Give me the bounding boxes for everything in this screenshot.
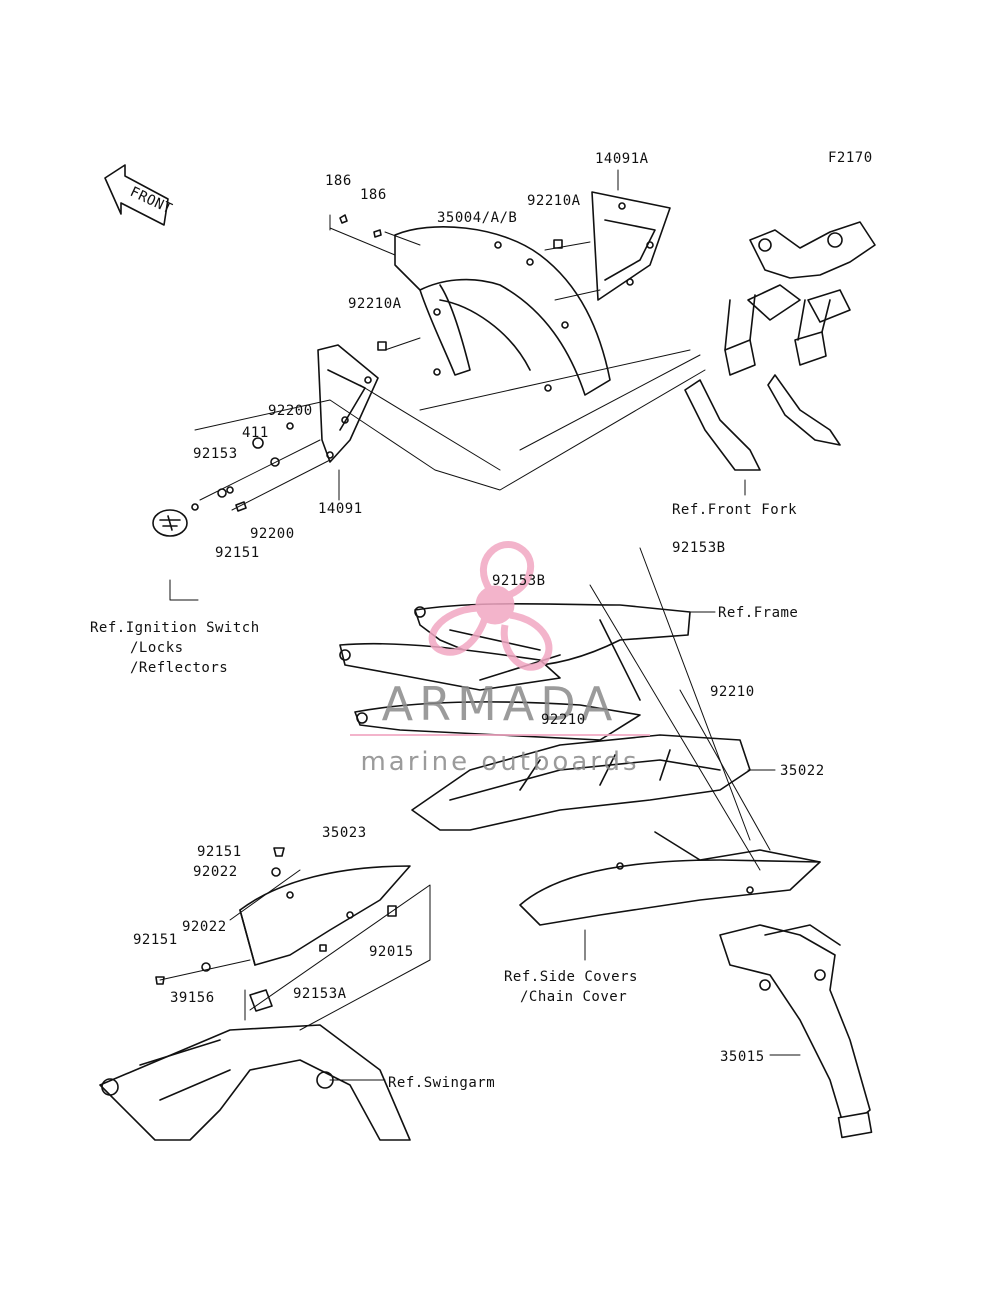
watermark: ARMADA marine outboards	[350, 541, 650, 777]
label-92022-a: 92022	[193, 864, 238, 880]
front-fender	[394, 226, 611, 396]
label-35022: 35022	[780, 763, 825, 779]
label-ref-ignition-2: /Locks	[130, 640, 184, 656]
label-92151-b: 92151	[133, 932, 178, 948]
label-92210A-mid: 92210A	[348, 296, 402, 312]
label-92210A-top: 92210A	[527, 193, 581, 209]
label-35004: 35004/A/B	[437, 210, 517, 226]
rear-fender-35022	[411, 734, 751, 831]
label-92200-top: 92200	[268, 403, 313, 419]
cover-35023	[239, 865, 411, 966]
label-ref-ignition-3: /Reflectors	[130, 660, 228, 676]
swingarm	[99, 1024, 411, 1141]
label-186a: 186	[325, 173, 352, 189]
label-92153B-mid: 92153B	[492, 573, 546, 589]
figure-code: F2170	[828, 150, 873, 166]
front-arrow-icon: FRONT	[104, 164, 175, 226]
watermark-brand: ARMADA	[382, 677, 619, 731]
label-ref-side-1: Ref.Side Covers	[504, 969, 638, 985]
label-14091A: 14091A	[595, 151, 649, 167]
label-411: 411	[242, 425, 269, 441]
cover-14091	[317, 344, 379, 463]
cover-14091A	[591, 191, 671, 301]
label-ref-front-fork: Ref.Front Fork	[672, 502, 797, 518]
label-186b: 186	[360, 187, 387, 203]
label-92210-mid: 92210	[541, 712, 586, 728]
label-92200-bot: 92200	[250, 526, 295, 542]
label-92022-b: 92022	[182, 919, 227, 935]
label-35023: 35023	[322, 825, 367, 841]
label-92153A: 92153A	[293, 986, 347, 1002]
label-92151-a: 92151	[197, 844, 242, 860]
label-92153: 92153	[193, 446, 238, 462]
label-92210-right: 92210	[710, 684, 755, 700]
label-39156: 39156	[170, 990, 215, 1006]
fasteners-left	[191, 214, 563, 512]
label-ref-frame: Ref.Frame	[718, 605, 798, 621]
label-ref-ignition-1: Ref.Ignition Switch	[90, 620, 260, 636]
label-35015: 35015	[720, 1049, 765, 1065]
rear-fender-35015	[719, 924, 873, 1139]
leader-lines	[169, 169, 746, 601]
watermark-logo-icon	[428, 541, 553, 671]
label-92015: 92015	[369, 944, 414, 960]
reflector-icon	[152, 509, 188, 537]
front-fork	[684, 221, 876, 471]
watermark-tagline: marine outboards	[360, 747, 639, 777]
label-ref-side-2: /Chain Cover	[520, 989, 627, 1005]
leader-lines-bottom	[159, 547, 801, 1081]
label-ref-swingarm: Ref.Swingarm	[388, 1075, 495, 1091]
callout-labels: F2170 186 186 14091A 35004/A/B 92210A 92…	[90, 150, 873, 1091]
label-92153B-top: 92153B	[672, 540, 726, 556]
tail-cover	[519, 831, 821, 926]
label-92151-left: 92151	[215, 545, 260, 561]
label-14091: 14091	[318, 501, 363, 517]
